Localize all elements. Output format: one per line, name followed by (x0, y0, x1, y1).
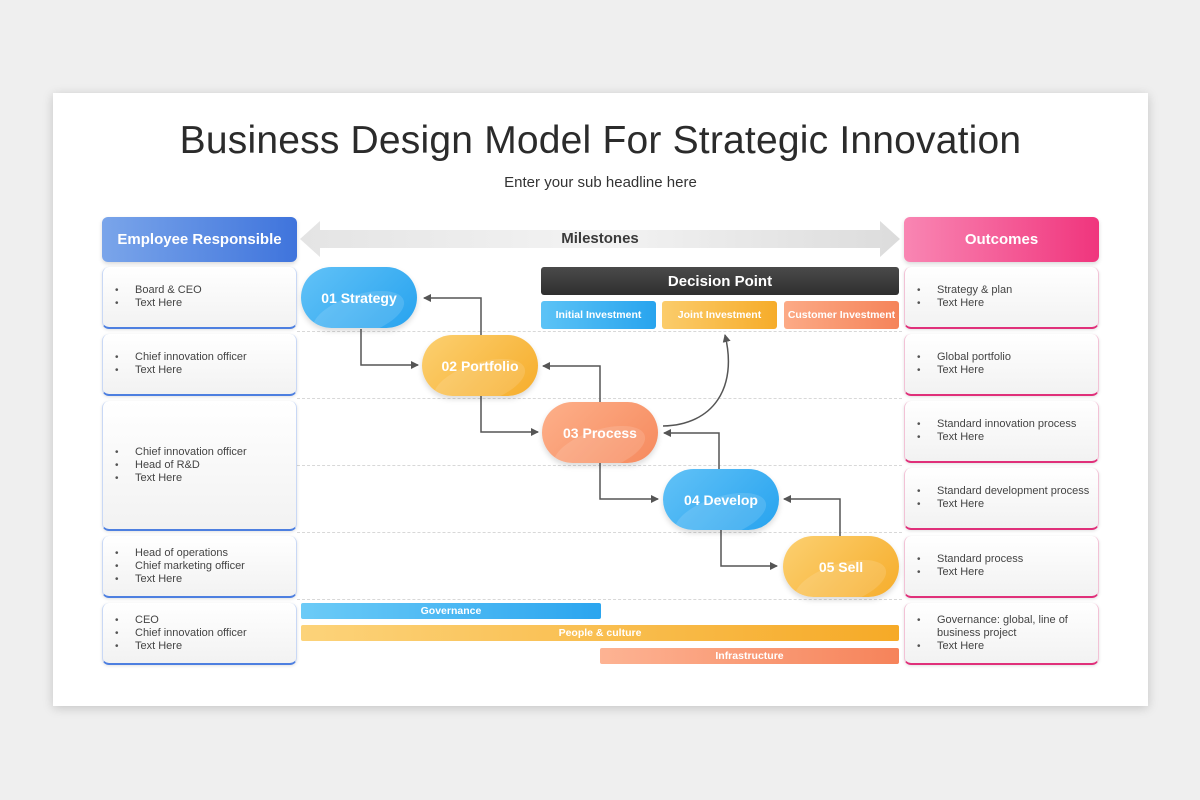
outcome-card: Standard innovation processText Here (904, 401, 1099, 463)
list-item: Standard innovation process (917, 418, 1077, 431)
connector-develop-process (663, 429, 720, 469)
list-item: Chief innovation officer (115, 446, 247, 459)
node-develop: 04 Develop (663, 469, 779, 530)
connector-portfolio-strategy (423, 294, 482, 335)
list-item: Text Here (115, 297, 202, 310)
list-item: Head of R&D (115, 459, 247, 472)
list-item: Text Here (917, 566, 1023, 579)
milestones-arrow (300, 221, 900, 257)
list-item: Text Here (917, 640, 1090, 653)
row-guide (297, 599, 902, 600)
list-item: Chief innovation officer (115, 351, 247, 364)
joint-investment: Joint Investment (662, 301, 777, 329)
node-process: 03 Process (542, 402, 658, 463)
flow-connectors (360, 294, 841, 570)
node-sell: 05 Sell (783, 536, 899, 597)
people-culture-bar: People & culture (301, 625, 899, 641)
row-guide (297, 532, 902, 533)
responsible-card: Chief innovation officerHead of R&DText … (102, 401, 297, 531)
milestones-label: Milestones (561, 230, 639, 247)
list-item: Global portfolio (917, 351, 1011, 364)
list-item: Text Here (917, 498, 1089, 511)
list-item: CEO (115, 614, 247, 627)
list-item: Governance: global, line of business pro… (917, 614, 1090, 640)
responsible-card: CEOChief innovation officerText Here (102, 603, 297, 665)
connector-process-decision (662, 334, 731, 427)
list-item: Text Here (115, 364, 247, 377)
responsible-card: Head of operationsChief marketing office… (102, 536, 297, 598)
node-portfolio: 02 Portfolio (422, 335, 538, 396)
governance-bar: Governance (301, 603, 601, 619)
list-item: Text Here (917, 431, 1076, 444)
connector-portfolio-process (480, 395, 539, 436)
decision-point-bar: Decision Point (541, 267, 899, 295)
connector-sell-develop (783, 495, 841, 536)
page-title: Business Design Model For Strategic Inno… (179, 119, 1022, 162)
outcome-card: Global portfolioText Here (904, 334, 1099, 396)
list-item: Chief innovation officer (115, 627, 247, 640)
outcome-card: Standard development processText Here (904, 468, 1099, 530)
connector-strategy-portfolio (360, 329, 419, 369)
list-item: Text Here (115, 472, 247, 485)
responsible-card: Board & CEOText Here (102, 267, 297, 329)
list-item: Text Here (115, 640, 247, 653)
slide: Business Design Model For Strategic Inno… (53, 93, 1148, 706)
row-guide (297, 331, 902, 332)
responsible-card: Chief innovation officerText Here (102, 334, 297, 396)
list-item: Standard process (917, 553, 1023, 566)
list-item: Head of operations (115, 547, 245, 560)
list-item: Text Here (115, 573, 245, 586)
node-strategy: 01 Strategy (301, 267, 417, 328)
connector-process-portfolio (542, 362, 601, 402)
list-item: Strategy & plan (917, 284, 1012, 297)
outcome-card: Standard processText Here (904, 536, 1099, 598)
connector-develop-sell (720, 529, 778, 570)
list-item: Text Here (917, 364, 1011, 377)
infrastructure-bar: Infrastructure (600, 648, 899, 664)
outcome-card: Strategy & planText Here (904, 267, 1099, 329)
header-employee-responsible: Employee Responsible (102, 217, 297, 262)
page-subtitle: Enter your sub headline here (504, 174, 697, 191)
list-item: Text Here (917, 297, 1012, 310)
customer-investment: Customer Investment (784, 301, 899, 329)
header-outcomes: Outcomes (904, 217, 1099, 262)
list-item: Board & CEO (115, 284, 202, 297)
connector-process-develop (599, 462, 659, 503)
list-item: Chief marketing officer (115, 560, 245, 573)
outcome-card: Governance: global, line of business pro… (904, 603, 1099, 665)
initial-investment: Initial Investment (541, 301, 656, 329)
list-item: Standard development process (917, 485, 1089, 498)
